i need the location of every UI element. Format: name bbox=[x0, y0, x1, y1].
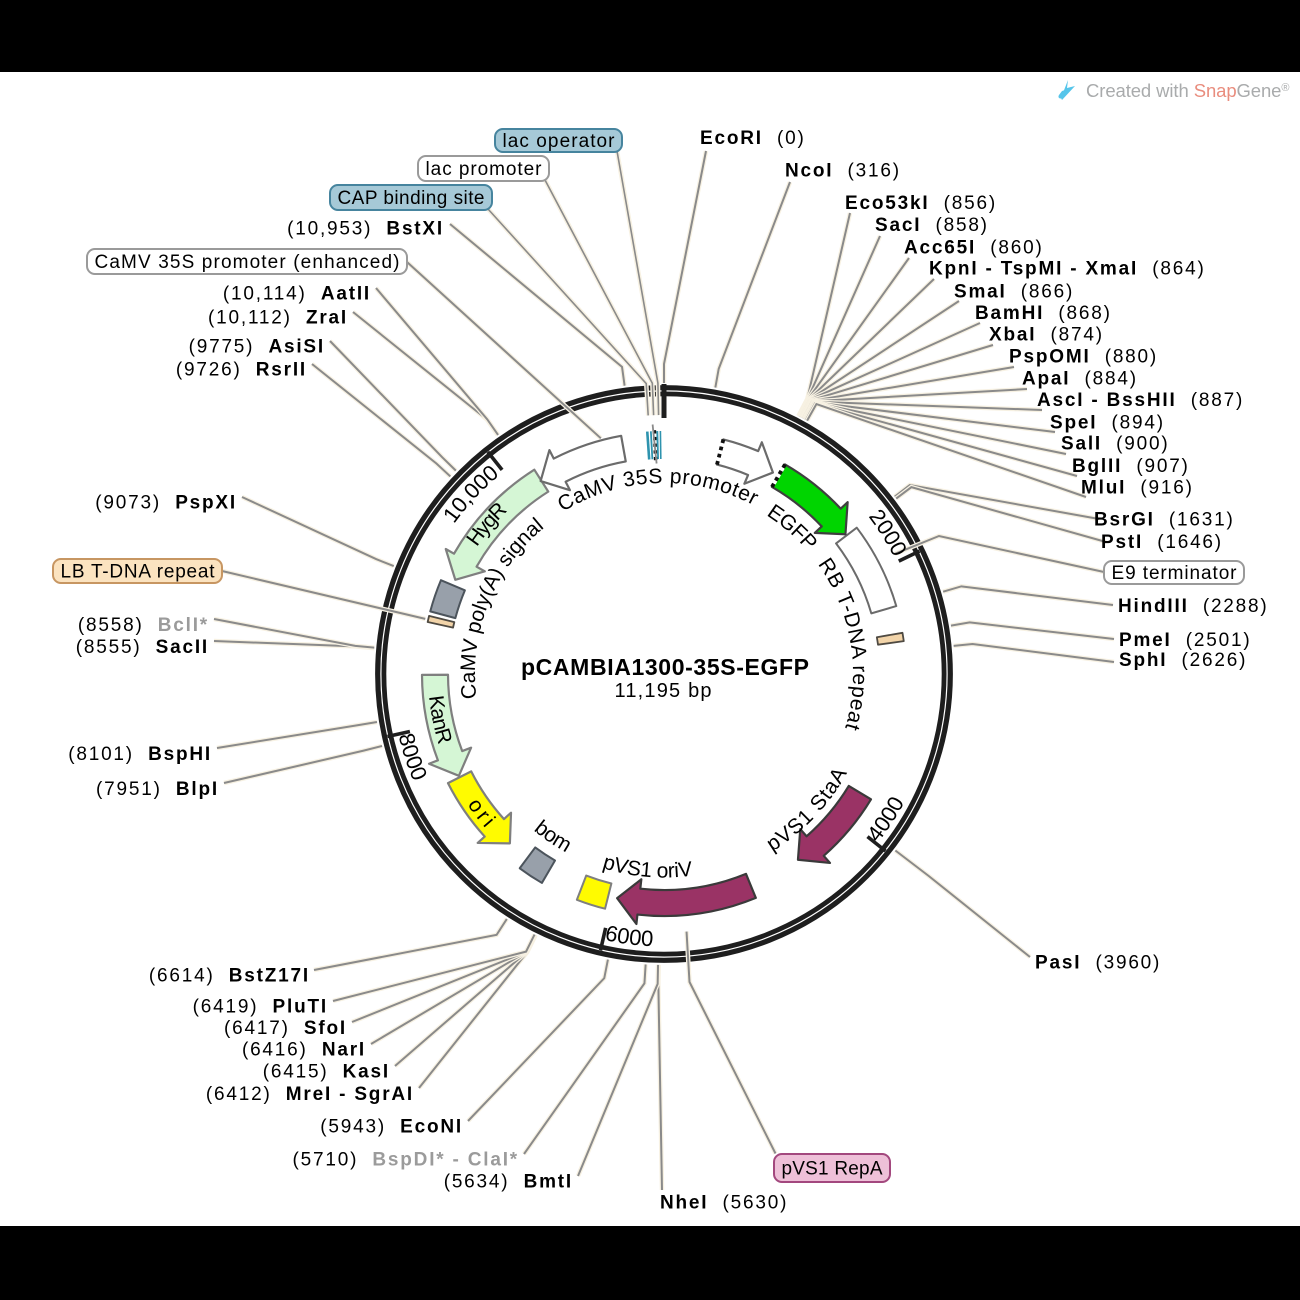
svg-text:pCAMBIA1300-35S-EGFP: pCAMBIA1300-35S-EGFP bbox=[521, 654, 809, 680]
svg-text:(8101) BspHI: (8101) BspHI bbox=[68, 744, 212, 765]
svg-text:CaMV 35S promoter (enhanced): CaMV 35S promoter (enhanced) bbox=[95, 252, 400, 273]
svg-text:Eco53kI (856): Eco53kI (856) bbox=[845, 193, 997, 214]
svg-text:SacI (858): SacI (858) bbox=[875, 215, 989, 236]
svg-text:PspOMI (880): PspOMI (880) bbox=[1009, 347, 1158, 368]
svg-text:(7951) BlpI: (7951) BlpI bbox=[96, 779, 219, 800]
svg-text:NheI (5630): NheI (5630) bbox=[660, 1193, 788, 1214]
svg-text:(5943) EcoNI: (5943) EcoNI bbox=[320, 1117, 463, 1138]
svg-text:SalI (900): SalI (900) bbox=[1061, 434, 1170, 455]
svg-text:(5634) BmtI: (5634) BmtI bbox=[444, 1172, 573, 1193]
svg-text:BsrGI (1631): BsrGI (1631) bbox=[1094, 510, 1235, 531]
svg-text:(8555) SacII: (8555) SacII bbox=[76, 637, 209, 658]
svg-text:Acc65I (860): Acc65I (860) bbox=[904, 238, 1044, 259]
svg-text:pVS1 RepA: pVS1 RepA bbox=[782, 1159, 883, 1180]
svg-text:EcoRI (0): EcoRI (0) bbox=[700, 128, 806, 149]
svg-text:SmaI (866): SmaI (866) bbox=[954, 282, 1074, 303]
svg-text:CAP binding site: CAP binding site bbox=[338, 188, 485, 209]
svg-text:(10,114) AatII: (10,114) AatII bbox=[223, 284, 371, 305]
svg-text:ApaI (884): ApaI (884) bbox=[1022, 369, 1138, 390]
svg-text:(9775) AsiSI: (9775) AsiSI bbox=[189, 337, 325, 358]
svg-text:(6415) KasI: (6415) KasI bbox=[263, 1062, 390, 1083]
svg-text:Created with SnapGene®: Created with SnapGene® bbox=[1086, 80, 1289, 101]
svg-text:(6419) PluTI: (6419) PluTI bbox=[193, 997, 328, 1018]
svg-text:PasI (3960): PasI (3960) bbox=[1035, 953, 1161, 974]
svg-text:BamHI (868): BamHI (868) bbox=[975, 303, 1112, 324]
svg-text:lac operator: lac operator bbox=[503, 131, 616, 152]
svg-text:(6412) MreI - SgrAI: (6412) MreI - SgrAI bbox=[206, 1084, 414, 1105]
svg-text:BglII (907): BglII (907) bbox=[1072, 456, 1190, 477]
svg-text:(10,112) ZraI: (10,112) ZraI bbox=[208, 308, 348, 329]
svg-text:(10,953) BstXI: (10,953) BstXI bbox=[287, 219, 444, 240]
svg-text:MluI (916): MluI (916) bbox=[1081, 478, 1194, 499]
svg-text:HindIII (2288): HindIII (2288) bbox=[1118, 596, 1269, 617]
svg-text:E9 terminator: E9 terminator bbox=[1112, 563, 1238, 584]
svg-text:PstI (1646): PstI (1646) bbox=[1101, 532, 1223, 553]
svg-text:SpeI (894): SpeI (894) bbox=[1050, 413, 1165, 434]
svg-text:(5710) BspDI* - ClaI*: (5710) BspDI* - ClaI* bbox=[292, 1150, 519, 1171]
svg-text:KpnI - TspMI - XmaI (864): KpnI - TspMI - XmaI (864) bbox=[929, 259, 1206, 280]
svg-text:(6614) BstZ17I: (6614) BstZ17I bbox=[149, 966, 310, 987]
svg-text:SphI (2626): SphI (2626) bbox=[1119, 650, 1247, 671]
svg-text:11,195 bp: 11,195 bp bbox=[615, 680, 712, 702]
svg-text:lac promoter: lac promoter bbox=[426, 159, 543, 180]
svg-text:NcoI (316): NcoI (316) bbox=[785, 161, 901, 182]
svg-text:XbaI (874): XbaI (874) bbox=[989, 325, 1104, 346]
svg-text:AscI - BssHII (887): AscI - BssHII (887) bbox=[1037, 390, 1244, 411]
svg-text:PmeI (2501): PmeI (2501) bbox=[1119, 630, 1252, 651]
svg-text:(9073) PspXI: (9073) PspXI bbox=[95, 493, 237, 514]
svg-text:LB T-DNA repeat: LB T-DNA repeat bbox=[61, 562, 216, 583]
svg-text:(6417) SfoI: (6417) SfoI bbox=[224, 1018, 347, 1039]
svg-text:(8558) BclI*: (8558) BclI* bbox=[78, 615, 209, 636]
svg-text:(9726) RsrII: (9726) RsrII bbox=[176, 360, 307, 381]
svg-text:(6416) NarI: (6416) NarI bbox=[242, 1040, 366, 1061]
